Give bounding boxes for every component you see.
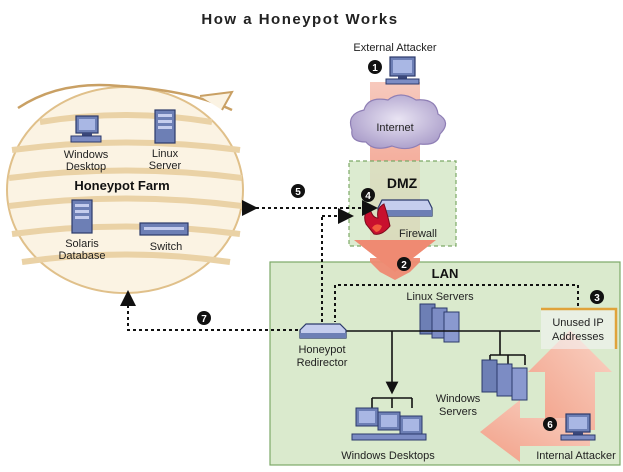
- windows-desktops-icon: [351, 407, 427, 441]
- honeypot-redirector-icon: [299, 323, 347, 339]
- step-badge-2: 2: [397, 257, 411, 271]
- internet-label: Internet: [376, 122, 413, 134]
- redirect-paths: [120, 200, 579, 331]
- switch-label: Switch: [150, 241, 182, 253]
- unused-ip-label-1: Unused IP: [552, 317, 603, 329]
- internet-cloud: [349, 94, 447, 150]
- windows-servers-icon: [481, 359, 528, 401]
- diagram-title: How a Honeypot Works: [201, 11, 398, 28]
- switch-icon: [139, 222, 189, 236]
- svg-text:3: 3: [594, 293, 600, 304]
- lan-wiring: [340, 330, 540, 408]
- lan-label: LAN: [432, 266, 459, 281]
- external-attacker-label: External Attacker: [353, 42, 436, 54]
- windows-desktop-icon: [70, 115, 102, 143]
- svg-text:1: 1: [372, 63, 378, 74]
- internal-attacker-icon: [560, 413, 596, 441]
- firewall-label: Firewall: [399, 228, 437, 240]
- linux-server-label-2: Server: [149, 160, 182, 172]
- svg-text:5: 5: [295, 187, 301, 198]
- step-badge-7: 7: [197, 311, 211, 325]
- linux-server-icon: [154, 109, 176, 144]
- solaris-database-label-1: Solaris: [65, 238, 99, 250]
- honeypot-farm-title: Honeypot Farm: [74, 178, 169, 193]
- step-badge-4: 4: [361, 188, 375, 202]
- external-attacker-icon: [385, 56, 420, 85]
- unused-ip-label-2: Addresses: [552, 331, 604, 343]
- svg-text:2: 2: [401, 260, 407, 271]
- internal-attack-arrow-up: [528, 330, 612, 430]
- svg-text:6: 6: [547, 420, 553, 431]
- dmz-label: DMZ: [387, 175, 418, 191]
- internal-attacker-label: Internal Attacker: [536, 450, 616, 462]
- step-badge-6: 6: [543, 417, 557, 431]
- step-badge-3: 3: [590, 290, 604, 304]
- windows-servers-label-1: Windows: [436, 393, 481, 405]
- svg-text:7: 7: [201, 314, 207, 325]
- honeypot-redirector-label-2: Redirector: [297, 357, 348, 369]
- windows-desktop-label-1: Windows: [64, 149, 109, 161]
- honeypot-farm: [6, 83, 244, 294]
- linux-servers-label: Linux Servers: [406, 291, 474, 303]
- windows-desktop-label-2: Desktop: [66, 161, 106, 173]
- step-badge-5: 5: [291, 184, 305, 198]
- step-badge-1: 1: [368, 60, 382, 74]
- windows-desktops-label: Windows Desktops: [341, 450, 435, 462]
- firewall-icon: [364, 199, 433, 235]
- unused-ip-box: [541, 307, 618, 349]
- linux-server-label-1: Linux: [152, 148, 179, 160]
- solaris-database-label-2: Database: [58, 250, 105, 262]
- windows-servers-label-2: Servers: [439, 406, 477, 418]
- svg-text:4: 4: [365, 191, 371, 202]
- solaris-database-icon: [71, 199, 93, 234]
- honeypot-redirector-label-1: Honeypot: [298, 344, 345, 356]
- internal-attack-arrow-left: [480, 400, 590, 462]
